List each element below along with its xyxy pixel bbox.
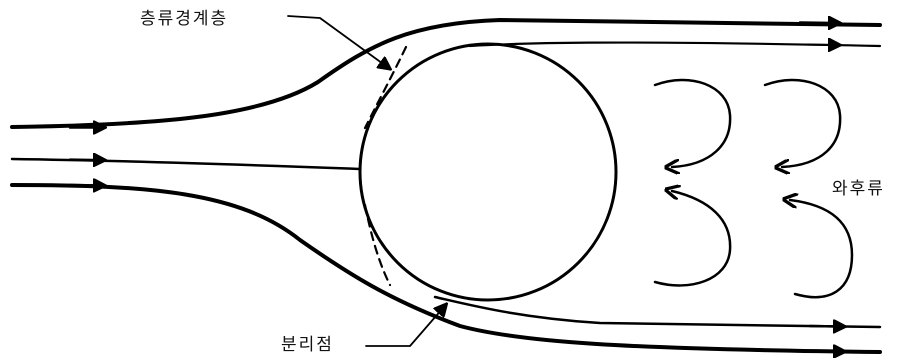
streamline-lower-outer [12,185,880,352]
streamline-stagnation [12,159,360,169]
streamline-lower-inner [435,297,880,327]
wake-vortex [655,80,730,167]
wake-vortex [655,191,730,285]
wake-vortex [790,200,852,297]
separation-point-label: 분리점 [281,330,334,355]
streamline-arrow [70,185,100,186]
streamline-arrow [810,351,840,352]
wake-label: 와후류 [832,174,885,199]
boundary-layer-leader [288,16,386,66]
streamline-arrow [800,23,835,24]
boundary-layer-label: 층류경계층 [140,4,228,29]
streamline-arrow [805,45,835,46]
streamline-arrow [810,326,840,327]
wake-vortex [765,80,840,167]
streamline-upper-outer [12,20,880,127]
streamline-arrow [70,160,100,161]
boundary-layer-upper [365,47,406,128]
cylinder [360,44,616,300]
